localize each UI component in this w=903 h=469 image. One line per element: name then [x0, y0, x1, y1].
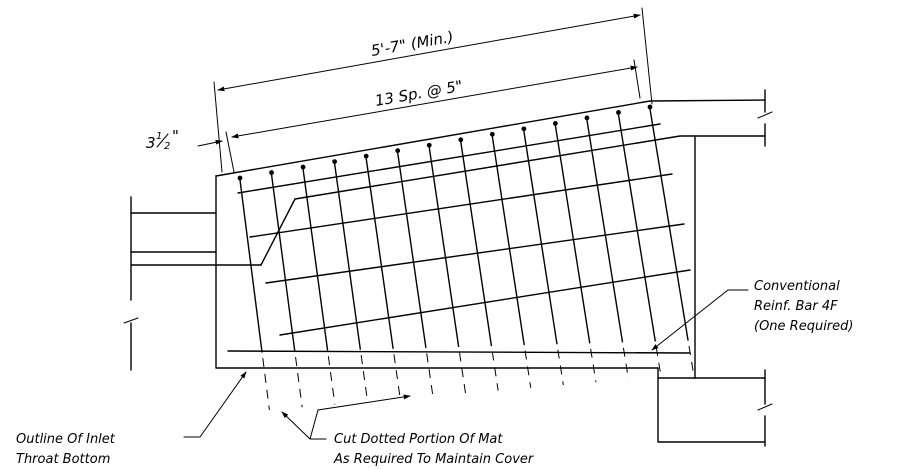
- edge-dimension-leader: [197, 139, 223, 147]
- bar-end-dot: [616, 110, 621, 115]
- dimension-lines: [197, 7, 653, 173]
- mat-transverse-bars: [237, 104, 695, 411]
- transverse-bar: [460, 141, 493, 347]
- edge-dimension-whole: 3: [146, 134, 156, 152]
- dotted-cut-portion: [557, 349, 564, 386]
- bar-end-dot: [300, 164, 306, 170]
- transverse-bar: [333, 162, 362, 350]
- bar-end-dot: [489, 131, 495, 137]
- bar-end-dot: [363, 153, 369, 159]
- dotted-cut-portion: [524, 350, 532, 388]
- cut-leader-left: [281, 411, 327, 440]
- inner-throat-edge: [260, 135, 766, 266]
- transverse-bar: [396, 151, 427, 349]
- bar-end-dot: [647, 104, 653, 110]
- dotted-cut-portion: [688, 345, 695, 375]
- reinf-bar-label-line2: Reinf. Bar 4F: [754, 299, 838, 314]
- left-break-mark: [123, 317, 139, 324]
- transverse-bar: [365, 157, 394, 350]
- cut-label-line2: As Required To Maintain Cover: [333, 452, 535, 467]
- top-slab-edge: [215, 99, 766, 177]
- dotted-cut-portion: [655, 346, 662, 377]
- bar-end-dot: [584, 115, 590, 121]
- edge-dimension-unit: ": [172, 127, 179, 145]
- reinf-bar-leader: [651, 289, 749, 351]
- bar-end-dot: [521, 126, 527, 132]
- transverse-bar: [649, 108, 689, 341]
- bar-end-dot: [458, 137, 464, 143]
- right-break-marks: [757, 111, 773, 411]
- transverse-bar: [270, 173, 296, 352]
- cut-leader-right: [309, 394, 411, 440]
- edge-dimension-numerator: 1: [156, 131, 162, 142]
- inlet-wall-and-floor: [215, 175, 659, 369]
- cut-label-line1: Cut Dotted Portion Of Mat: [334, 432, 503, 447]
- mat-longitudinal-bars: [227, 123, 691, 354]
- reinf-bar-label-line1: Conventional: [754, 279, 840, 294]
- outline-leader: [183, 371, 247, 438]
- bar-end-dot: [332, 159, 338, 165]
- outline-label-line2: Throat Bottom: [16, 452, 110, 467]
- longitudinal-bar: [249, 173, 673, 238]
- transverse-bar: [554, 124, 591, 344]
- dotted-cut-portion: [262, 357, 270, 411]
- dotted-cut-portion: [426, 353, 434, 397]
- edge-dimension-denominator: 2: [164, 141, 170, 152]
- bar-end-dot: [552, 120, 558, 126]
- right-bottom-slab: [657, 367, 766, 443]
- bar-end-dot: [395, 148, 401, 154]
- conventional-reinf-bar-4f: [227, 350, 691, 354]
- dotted-cut-portion: [491, 351, 499, 391]
- dotted-cut-portion: [327, 356, 336, 405]
- transverse-bar: [428, 146, 460, 348]
- overall-dimension-line: [217, 13, 641, 92]
- transverse-bar: [302, 168, 329, 351]
- outline-label-line1: Outline Of Inlet: [16, 432, 116, 447]
- spacing-dimension-line: [231, 65, 638, 139]
- transverse-bar: [523, 130, 558, 345]
- dotted-cut-portion: [360, 355, 369, 402]
- dotted-cut-portion: [393, 354, 401, 399]
- dotted-cut-portion: [622, 347, 629, 380]
- dotted-cut-portion: [590, 348, 597, 383]
- transverse-bar: [617, 113, 656, 342]
- transverse-bar: [586, 119, 624, 343]
- inlet-structure-outline: [123, 89, 773, 447]
- transverse-bar: [239, 179, 263, 353]
- dotted-cut-portion: [459, 352, 467, 394]
- callout-leaders: [183, 289, 749, 440]
- left-pipe-lines: [130, 212, 262, 266]
- longitudinal-bar: [265, 223, 685, 284]
- overall-extension-lines: [213, 7, 653, 173]
- fraction-bar: [156, 133, 169, 148]
- bar-end-dot: [426, 142, 432, 148]
- edge-dimension-label: 3 1 2 ": [146, 127, 179, 152]
- dotted-cut-portion: [295, 357, 303, 408]
- reinf-bar-label-line3: (One Required): [754, 319, 853, 334]
- bar-end-dot: [237, 175, 243, 181]
- transverse-bar: [491, 135, 525, 346]
- bar-end-dot: [269, 170, 274, 175]
